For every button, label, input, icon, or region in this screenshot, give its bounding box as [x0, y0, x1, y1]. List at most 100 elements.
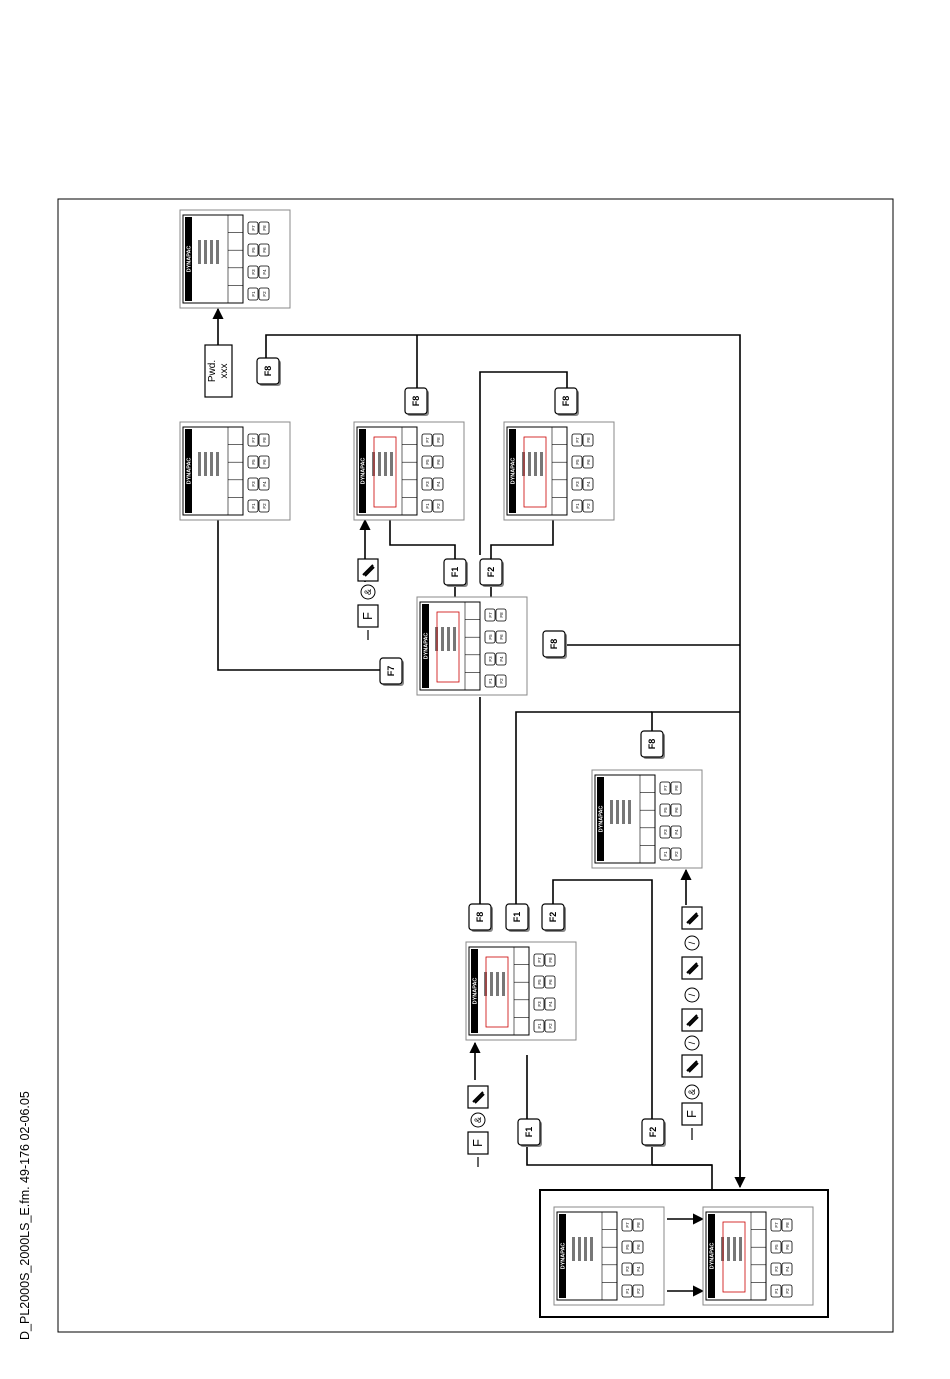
screen-start-main-f6-button[interactable]: F6 — [781, 1240, 793, 1254]
screen-lower-menu-f3-button[interactable]: F3 — [533, 997, 545, 1011]
screen-lower-menu-f8-button[interactable]: F8 — [544, 953, 556, 967]
screen-pwd-result-f8-button[interactable]: F8 — [258, 221, 270, 235]
and-symbol-1-label: & — [363, 589, 373, 595]
tool-icon-key[interactable] — [467, 1085, 489, 1109]
key-f-combo-3[interactable]: F — [681, 1102, 703, 1126]
screen-pwd-result-f4-button[interactable]: F4 — [258, 265, 270, 279]
key-f-combo-1[interactable]: F — [357, 604, 379, 628]
gear-icon-key[interactable] — [681, 1054, 703, 1078]
screen-f1-menu-f2-label: F2 — [436, 503, 441, 509]
screen-pwd-result-f2-label: F2 — [262, 291, 267, 297]
key-f1-bottom[interactable]: F1 — [517, 1118, 542, 1147]
hand-icon-key[interactable] — [681, 1008, 703, 1032]
screen-f1-menu-f6-button[interactable]: F6 — [432, 455, 444, 469]
key-f-combo-2[interactable]: F — [467, 1131, 489, 1155]
key-f2-main[interactable]: F2 — [479, 558, 504, 587]
screen-lower-menu-f5-button[interactable]: F5 — [533, 975, 545, 989]
screen-pwd-result-f5-label: F5 — [251, 247, 256, 253]
key-f1-main[interactable]: F1 — [443, 558, 468, 587]
key-f2-bottom[interactable]: F2 — [641, 1118, 666, 1147]
screen-machine-view-f5-button[interactable]: F5 — [659, 803, 671, 817]
key-f1-lower[interactable]: F1 — [505, 903, 530, 932]
key-f1-main-label: F1 — [450, 567, 460, 578]
screen-start-logo-f8-button[interactable]: F8 — [632, 1218, 644, 1232]
key-f8-password[interactable]: F8 — [256, 357, 281, 386]
screen-lower-menu-f2-button[interactable]: F2 — [544, 1019, 556, 1033]
screen-machine-view-f1-button[interactable]: F1 — [659, 847, 671, 861]
screen-lower-menu-f6-button[interactable]: F6 — [544, 975, 556, 989]
screen-start-logo-f3-button[interactable]: F3 — [621, 1262, 633, 1276]
screen-f2-menu-f8-button[interactable]: F8 — [582, 433, 594, 447]
screen-password-f8-button[interactable]: F8 — [258, 433, 270, 447]
key-f8-f2menu[interactable]: F8 — [554, 387, 579, 416]
screen-f2-menu-f1-button[interactable]: F1 — [571, 499, 583, 513]
screen-machine-view-f6-button[interactable]: F6 — [670, 803, 682, 817]
screen-password-f7-button[interactable]: F7 — [247, 433, 259, 447]
bucket-icon-key[interactable] — [357, 558, 379, 582]
screen-main-menu-f7-button[interactable]: F7 — [484, 608, 496, 622]
key-f2-lower[interactable]: F2 — [541, 903, 566, 932]
screen-start-main-f2-button[interactable]: F2 — [781, 1284, 793, 1298]
screen-pwd-result-f6-button[interactable]: F6 — [258, 243, 270, 257]
screen-start-logo-f5-button[interactable]: F5 — [621, 1240, 633, 1254]
screen-pwd-result-f7-button[interactable]: F7 — [247, 221, 259, 235]
screen-password-f5-button[interactable]: F5 — [247, 455, 259, 469]
key-f7-main[interactable]: F7 — [379, 657, 404, 686]
screen-f1-menu-f3-button[interactable]: F3 — [421, 477, 433, 491]
key-f8-machine[interactable]: F8 — [640, 730, 665, 759]
screen-start-logo-f2-button[interactable]: F2 — [632, 1284, 644, 1298]
screen-f1-menu-f8-button[interactable]: F8 — [432, 433, 444, 447]
screen-main-menu-f1-button[interactable]: F1 — [484, 674, 496, 688]
screen-pwd-result-f1-button[interactable]: F1 — [247, 287, 259, 301]
screen-f2-menu-f6-button[interactable]: F6 — [582, 455, 594, 469]
screen-start-logo-f7-button[interactable]: F7 — [621, 1218, 633, 1232]
screen-start-main-f7-button[interactable]: F7 — [770, 1218, 782, 1232]
screed-small-icon-key[interactable] — [681, 906, 703, 930]
screen-main-menu-f6-button[interactable]: F6 — [495, 630, 507, 644]
screen-lower-menu-f4-button[interactable]: F4 — [544, 997, 556, 1011]
screed-icon-key[interactable] — [681, 956, 703, 980]
screen-pwd-result-f3-button[interactable]: F3 — [247, 265, 259, 279]
screen-machine-view-f2-button[interactable]: F2 — [670, 847, 682, 861]
screen-password-f1-button[interactable]: F1 — [247, 499, 259, 513]
screen-f1-menu-f7-button[interactable]: F7 — [421, 433, 433, 447]
screen-f1-menu-f2-button[interactable]: F2 — [432, 499, 444, 513]
screen-start-main-f4-button[interactable]: F4 — [781, 1262, 793, 1276]
screen-start-main-f3-button[interactable]: F3 — [770, 1262, 782, 1276]
key-f8-main[interactable]: F8 — [542, 630, 567, 659]
screen-main-menu-f4-button[interactable]: F4 — [495, 652, 507, 666]
key-f8-f1menu[interactable]: F8 — [404, 387, 429, 416]
screen-start-logo-f4-button[interactable]: F4 — [632, 1262, 644, 1276]
screen-f2-menu-f2-button[interactable]: F2 — [582, 499, 594, 513]
screen-f2-menu-f4-button[interactable]: F4 — [582, 477, 594, 491]
screen-machine-view-f8-button[interactable]: F8 — [670, 781, 682, 795]
screen-machine-view-f3-button[interactable]: F3 — [659, 825, 671, 839]
screen-f2-menu-f7-button[interactable]: F7 — [571, 433, 583, 447]
screen-pwd-result-f5-button[interactable]: F5 — [247, 243, 259, 257]
screen-password-f2-button[interactable]: F2 — [258, 499, 270, 513]
screen-main-menu-f5-button[interactable]: F5 — [484, 630, 496, 644]
screen-password-f4-button[interactable]: F4 — [258, 477, 270, 491]
screen-password-f6-button[interactable]: F6 — [258, 455, 270, 469]
screen-f1-menu-f5-button[interactable]: F5 — [421, 455, 433, 469]
screen-pwd-result-f3-label: F3 — [251, 269, 256, 275]
screen-start-logo-f6-button[interactable]: F6 — [632, 1240, 644, 1254]
screen-machine-view-f7-button[interactable]: F7 — [659, 781, 671, 795]
screen-start-main-f1-button[interactable]: F1 — [770, 1284, 782, 1298]
screen-main-menu-f8-button[interactable]: F8 — [495, 608, 507, 622]
key-f8-lower[interactable]: F8 — [468, 903, 493, 932]
screen-lower-menu-f1-button[interactable]: F1 — [533, 1019, 545, 1033]
screen-lower-menu-f7-button[interactable]: F7 — [533, 953, 545, 967]
screen-f1-menu-f1-button[interactable]: F1 — [421, 499, 433, 513]
screen-pwd-result-f2-button[interactable]: F2 — [258, 287, 270, 301]
screen-main-menu-f3-button[interactable]: F3 — [484, 652, 496, 666]
screen-machine-view-f4-button[interactable]: F4 — [670, 825, 682, 839]
screen-f2-menu-f5-button[interactable]: F5 — [571, 455, 583, 469]
screen-start-logo-f1-button[interactable]: F1 — [621, 1284, 633, 1298]
screen-start-main-f8-button[interactable]: F8 — [781, 1218, 793, 1232]
screen-main-menu-f2-button[interactable]: F2 — [495, 674, 507, 688]
screen-f2-menu-f3-button[interactable]: F3 — [571, 477, 583, 491]
screen-password-f3-button[interactable]: F3 — [247, 477, 259, 491]
screen-f1-menu-f4-button[interactable]: F4 — [432, 477, 444, 491]
screen-start-main-f5-button[interactable]: F5 — [770, 1240, 782, 1254]
